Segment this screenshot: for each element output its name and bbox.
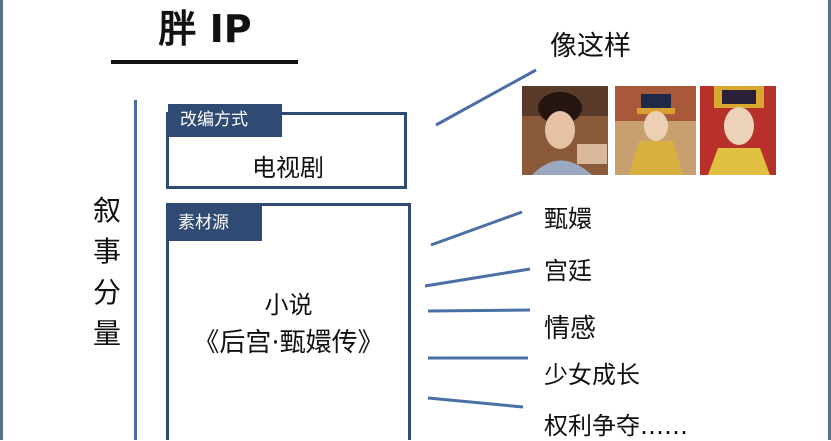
slide-title: 胖 IP	[158, 7, 252, 51]
side-label-char: 叙	[92, 194, 121, 227]
element-item: 少女成长	[544, 361, 640, 389]
element-item: 情感	[544, 314, 597, 344]
frame-right-border	[828, 0, 831, 440]
side-label-char: 量	[92, 317, 121, 350]
adaptation-tag: 改编方式	[168, 104, 282, 137]
connector-element-5	[427, 396, 524, 409]
title-underline	[111, 60, 298, 64]
source-title: 《后宫·甄嬛传》	[193, 328, 384, 358]
photo-actress-1	[522, 86, 608, 175]
element-item: 权利争夺……	[544, 412, 688, 440]
source-type: 小说	[264, 291, 313, 319]
photo-actress-3	[700, 86, 776, 175]
connector-adapt-example	[435, 68, 537, 127]
connector-element-3	[427, 308, 531, 313]
side-label-char: 分	[92, 276, 121, 309]
element-item: 宫廷	[544, 257, 592, 285]
narrative-axis-line	[134, 100, 137, 440]
adaptation-value: 电视剧	[252, 154, 324, 182]
source-box	[166, 203, 411, 440]
connector-element-1	[430, 210, 523, 247]
example-label: 像这样	[550, 31, 631, 62]
photo-actress-2	[615, 86, 696, 175]
source-tag: 素材源	[166, 205, 262, 241]
element-item: 甄嬛	[544, 205, 592, 233]
connector-element-2	[424, 267, 531, 288]
frame-left-border	[0, 0, 3, 440]
narrative-weight-label: 叙 事 分 量	[88, 190, 126, 354]
side-label-char: 事	[92, 235, 121, 268]
